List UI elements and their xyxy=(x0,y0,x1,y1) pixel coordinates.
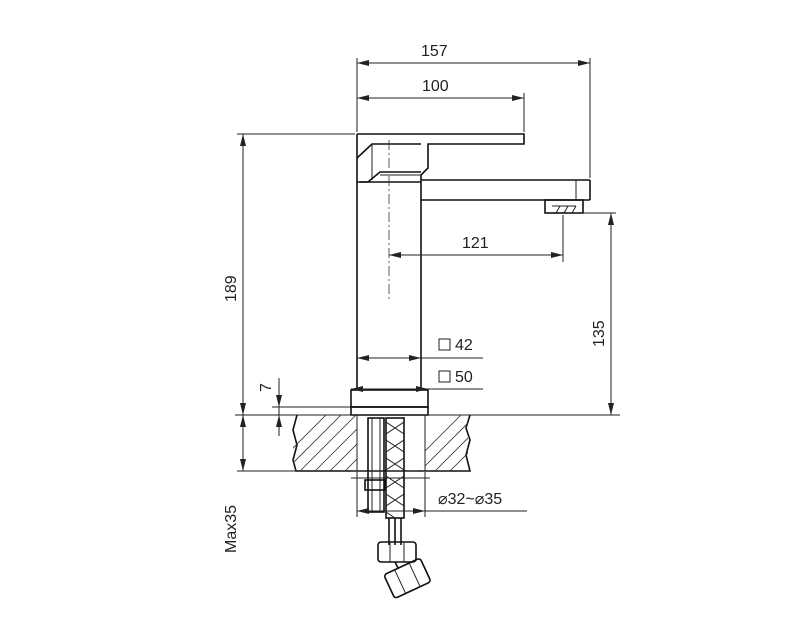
dimension-121-label: 121 xyxy=(462,235,489,252)
mounting-stud xyxy=(364,417,386,513)
faucet-outline xyxy=(350,133,591,416)
dimension-157-label: 157 xyxy=(421,43,448,60)
square-symbol-icon xyxy=(438,338,451,351)
dimension-50-label: 50 xyxy=(455,369,473,386)
water-supply-hose xyxy=(385,417,405,545)
countertop-section xyxy=(235,414,620,479)
dimension-157: 157 xyxy=(356,43,591,178)
dimension-135-label: 135 xyxy=(591,320,608,347)
dimension-50: 50 xyxy=(351,369,483,392)
dimension-42: 42 xyxy=(357,337,483,361)
dimension-189: 189 xyxy=(223,133,355,415)
square-symbol-icon xyxy=(438,370,451,383)
dimension-100: 100 xyxy=(357,78,525,132)
dimension-42-label: 42 xyxy=(455,337,473,354)
angle-valve xyxy=(377,541,431,599)
dimension-121: 121 xyxy=(389,215,564,262)
dimension-max35-label: Max35 xyxy=(223,505,240,553)
dimension-7-label: 7 xyxy=(258,383,275,392)
dimension-100-label: 100 xyxy=(422,78,449,95)
dimension-hole-diameter: ⌀32~⌀35 xyxy=(356,472,527,517)
dimension-max35: Max35 xyxy=(223,415,296,553)
dimension-135: 135 xyxy=(567,212,616,415)
dimension-7: 7 xyxy=(258,378,350,436)
dimension-hole-diameter-label: ⌀32~⌀35 xyxy=(438,491,502,508)
dimension-189-label: 189 xyxy=(223,275,240,302)
